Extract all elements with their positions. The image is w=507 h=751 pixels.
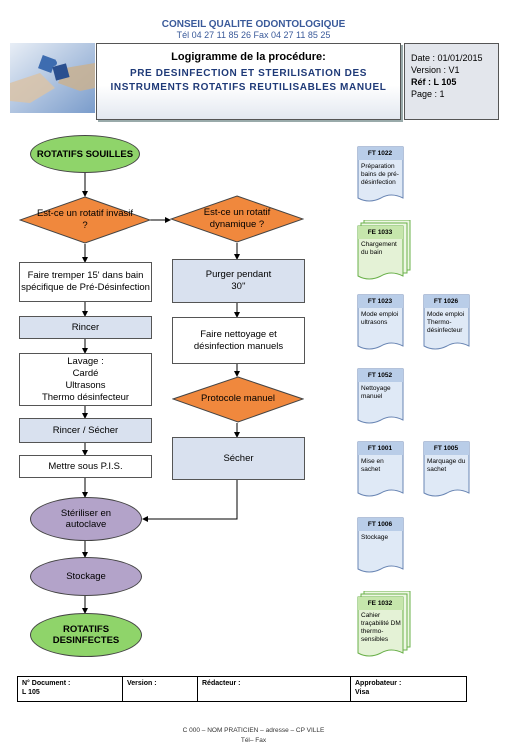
doc-fe-1033: FE 1033 Chargement du bain — [357, 220, 411, 284]
decision-dynamic — [170, 195, 304, 243]
doc-title: Mode emploi ultrasons — [361, 311, 399, 326]
footer-address: C 000 – NOM PRATICIEN – adresse – CP VIL… — [182, 727, 325, 734]
ref-label: Réf : L 105 — [411, 77, 457, 87]
rinse-step-label: Rincer — [71, 321, 100, 333]
procedure-subtitle: PRE DESINFECTION ET STERILISATION DES IN… — [110, 68, 387, 93]
rinse-dry-step-label: Rincer / Sécher — [52, 424, 119, 436]
wash-step-label: Lavage : Cardé Ultrasons Thermo désinfec… — [41, 355, 130, 403]
doc-code: FE 1033 — [367, 228, 393, 236]
doc-code: FT 1022 — [367, 149, 393, 157]
approbateur-visa: Visa — [355, 689, 370, 696]
doc-code: FT 1052 — [367, 371, 393, 379]
manual-protocol-label: Protocole manuel — [201, 393, 275, 404]
doc-code: FT 1026 — [433, 297, 459, 305]
doc-title: Nettoyage manuel — [361, 385, 391, 400]
puzzle-hands-image — [10, 43, 95, 113]
manual-clean-step: Faire nettoyage et désinfection manuels — [172, 317, 305, 364]
purge-step-label: Purger pendant 30'' — [205, 269, 272, 292]
end-node-label: ROTATIFS DESINFECTES — [52, 624, 120, 646]
decision-dynamic-label: Est-ce un rotatif dynamique ? — [203, 207, 271, 230]
storage-node-label: Stockage — [66, 571, 106, 582]
doc-number-cell: N° Document : L 105 — [18, 677, 123, 701]
approbateur-label: Approbateur : — [355, 680, 402, 687]
dry-step-label: Sécher — [223, 452, 254, 464]
version-cell: Version : — [123, 677, 198, 701]
redacteur-cell: Rédacteur : — [198, 677, 351, 701]
doc-title: Marquage du sachet — [427, 458, 466, 473]
decision-invasive — [19, 196, 151, 244]
doc-number-label: N° Document : — [22, 680, 71, 687]
pis-step-label: Mettre sous P.I.S. — [48, 460, 123, 472]
purge-step: Purger pendant 30'' — [172, 259, 305, 303]
dry-step: Sécher — [172, 437, 305, 480]
manual-clean-step-label: Faire nettoyage et désinfection manuels — [193, 328, 284, 352]
start-node: ROTATIFS SOUILLES — [30, 135, 140, 173]
start-node-label: ROTATIFS SOUILLES — [36, 148, 134, 160]
doc-ft-1023: FT 1023 Mode emploi ultrasons — [357, 294, 405, 354]
soak-step-label: Faire tremper 15' dans bain spécifique d… — [21, 270, 150, 293]
redacteur-label: Rédacteur : — [202, 680, 241, 687]
doc-ft-1001: FT 1001 Mise en sachet — [357, 441, 405, 501]
doc-number-value: L 105 — [22, 689, 40, 696]
autoclave-node-label: Stériliser en autoclave — [60, 508, 112, 530]
arrow-dry-autoclave — [142, 480, 238, 522]
doc-title: Mode emploi Thermo-désinfecteur — [427, 311, 465, 334]
end-node: ROTATIFS DESINFECTES — [30, 613, 142, 657]
manual-protocol-decision — [172, 376, 304, 423]
page-title: Logigramme de la procédure: — [171, 51, 326, 63]
decision-invasive-label: Est-ce un rotatif invasif ? — [36, 208, 134, 231]
autoclave-node: Stériliser en autoclave — [30, 497, 142, 541]
rinse-dry-step: Rincer / Sécher — [19, 418, 152, 443]
footer-phone: Tél– Fax — [240, 737, 267, 744]
doc-ft-1006: FT 1006 Stockage — [357, 517, 405, 577]
doc-ft-1052: FT 1052 Nettoyage manuel — [357, 368, 405, 428]
wash-step: Lavage : Cardé Ultrasons Thermo désinfec… — [19, 353, 152, 406]
rinse-step: Rincer — [19, 316, 152, 339]
doc-title: Cahier traçabilité DM thermo-sensibles — [361, 612, 401, 643]
soak-step: Faire tremper 15' dans bain spécifique d… — [19, 262, 152, 302]
contact-line: Tél 04 27 11 85 26 Fax 04 27 11 85 25 — [176, 30, 331, 40]
footer-version-label: Version : — [127, 680, 157, 687]
doc-ft-1022: FT 1022 Préparation bains de pré-désinfe… — [357, 146, 405, 206]
doc-title: Mise en sachet — [361, 458, 384, 473]
version-label: Version : V1 — [411, 65, 460, 75]
doc-title: Chargement du bain — [361, 241, 397, 256]
footer-table: N° Document : L 105 Version : Rédacteur … — [17, 676, 467, 702]
doc-ft-1005: FT 1005 Marquage du sachet — [423, 441, 471, 501]
pis-step: Mettre sous P.I.S. — [19, 455, 152, 478]
doc-title: Stockage — [361, 534, 389, 541]
storage-node: Stockage — [30, 557, 142, 596]
doc-code: FT 1006 — [367, 520, 393, 528]
title-box: Logigramme de la procédure: PRE DESINFEC… — [96, 43, 401, 120]
doc-code: FT 1001 — [367, 444, 393, 452]
page-label: Page : 1 — [411, 89, 445, 99]
doc-fe-1032: FE 1032 Cahier traçabilité DM thermo-sen… — [357, 591, 411, 661]
doc-code: FE 1032 — [367, 599, 393, 607]
date-label: Date : 01/01/2015 — [411, 53, 483, 63]
doc-code: FT 1023 — [367, 297, 393, 305]
doc-ft-1026: FT 1026 Mode emploi Thermo-désinfecteur — [423, 294, 471, 354]
doc-code: FT 1005 — [433, 444, 459, 452]
doc-title: Préparation bains de pré-désinfection — [361, 163, 399, 186]
approbateur-cell: Approbateur : Visa — [351, 677, 466, 701]
organization-name: CONSEIL QUALITE ODONTOLOGIQUE — [161, 19, 346, 30]
info-box: Date : 01/01/2015 Version : V1 Réf : L 1… — [404, 43, 499, 120]
